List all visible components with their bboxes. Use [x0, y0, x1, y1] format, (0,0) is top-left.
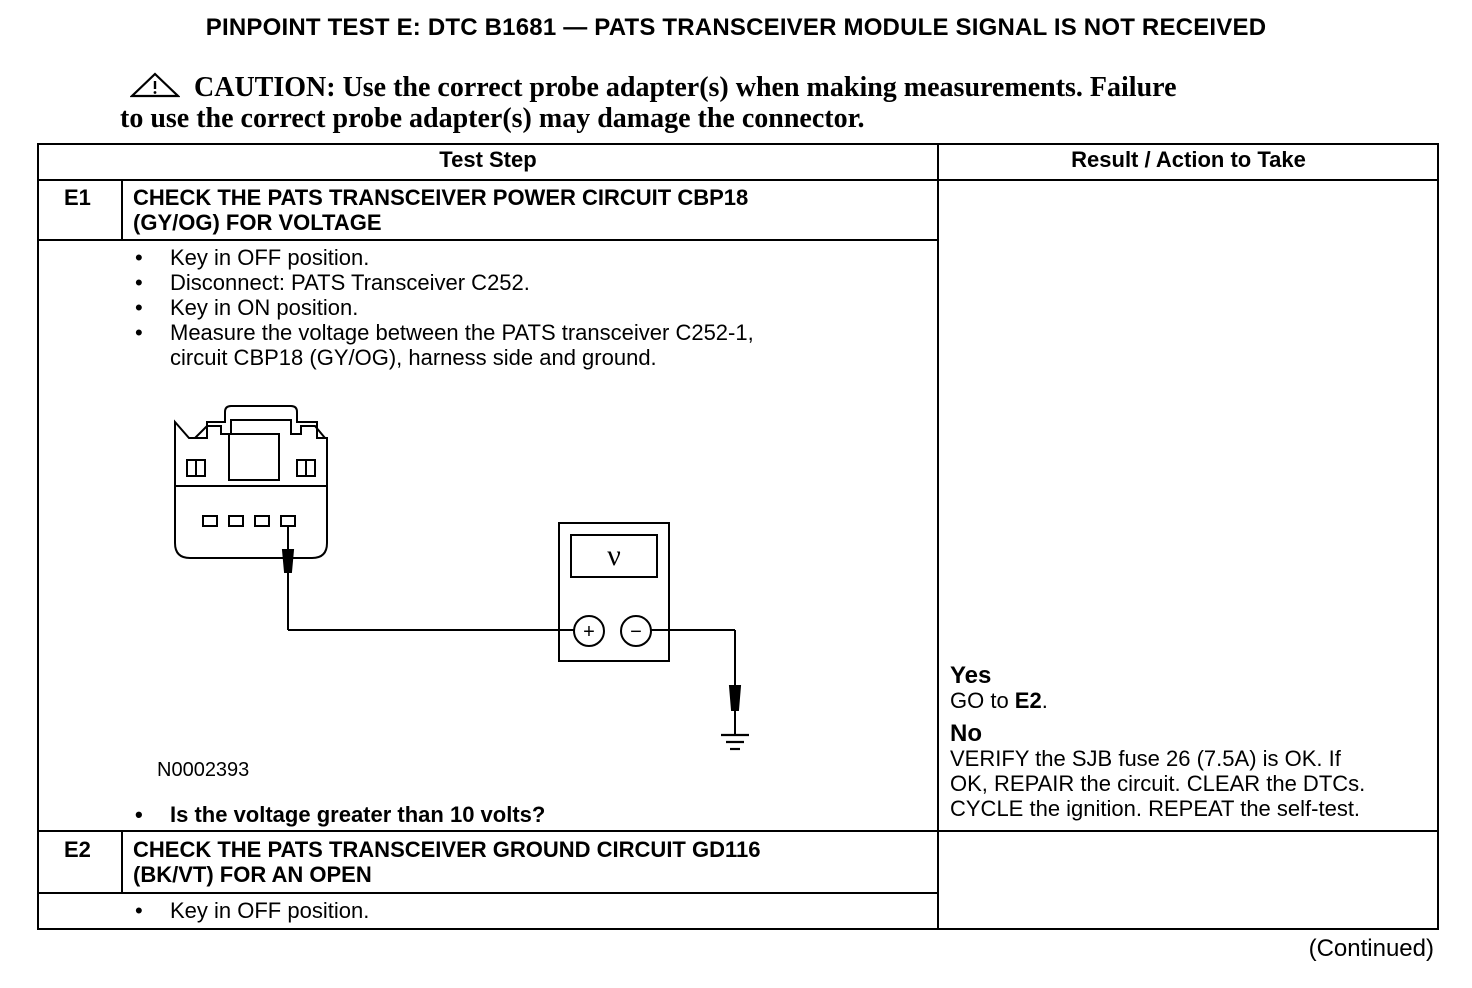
meter-voltage-symbol: ν	[607, 539, 621, 572]
result-yes-action: GO to E2.	[950, 688, 1048, 713]
meter-plus-terminal: +	[583, 621, 595, 643]
step-id-e2: E2	[64, 837, 91, 862]
probe-lead-ground	[651, 629, 742, 734]
step-e1-instructions: Key in OFF position. Disconnect: PATS Tr…	[133, 245, 754, 370]
page-title: PINPOINT TEST E: DTC B1681 — PATS TRANSC…	[205, 14, 1267, 41]
caution-text-line2: to use the correct probe adapter(s) may …	[120, 103, 865, 134]
step-heading-e1-line2: (GY/OG) FOR VOLTAGE	[133, 210, 382, 235]
voltage-measurement-diagram: ν + −	[174, 405, 749, 751]
probe-lead-positive	[281, 526, 575, 631]
list-item: Key in OFF position.	[133, 898, 369, 923]
meter-minus-terminal: −	[630, 621, 642, 643]
step-id-e1: E1	[64, 185, 91, 210]
figure-id: N0002393	[157, 759, 250, 781]
caution-notice: CAUTION: Use the correct probe adapter(s…	[120, 72, 1320, 134]
result-no-action-line3: CYCLE the ignition. REPEAT the self-test…	[950, 796, 1361, 821]
step-heading-e2: CHECK THE PATS TRANSCEIVER GROUND CIRCUI…	[133, 837, 760, 887]
step-heading-e1: CHECK THE PATS TRANSCEIVER POWER CIRCUIT…	[133, 185, 748, 235]
result-no-label: No	[950, 720, 982, 747]
step-heading-e2-line2: (BK/VT) FOR AN OPEN	[133, 862, 372, 887]
result-no-action-line1: VERIFY the SJB fuse 26 (7.5A) is OK. If	[950, 746, 1341, 771]
caution-label: CAUTION:	[194, 72, 336, 103]
list-item: Key in ON position.	[133, 295, 754, 320]
caution-text-line1: Use the correct probe adapter(s) when ma…	[342, 72, 1177, 103]
step-e1-question: Is the voltage greater than 10 volts?	[133, 802, 545, 827]
question-item: Is the voltage greater than 10 volts?	[133, 802, 545, 827]
step-e2-instructions: Key in OFF position.	[133, 898, 369, 923]
connector-c252-diagram	[174, 405, 328, 559]
header-test-step: Test Step	[439, 147, 537, 172]
list-item: Measure the voltage between the PATS tra…	[133, 320, 754, 345]
result-no-action-line2: OK, REPAIR the circuit. CLEAR the DTCs.	[950, 771, 1366, 796]
list-item: Disconnect: PATS Transceiver C252.	[133, 270, 754, 295]
list-item-continuation: circuit CBP18 (GY/OG), harness side and …	[170, 345, 657, 370]
step-heading-e1-line1: CHECK THE PATS TRANSCEIVER POWER CIRCUIT…	[133, 185, 749, 210]
header-result: Result / Action to Take	[1071, 147, 1306, 172]
pinpoint-test-table: Test Step Result / Action to Take E1 CHE…	[37, 143, 1439, 930]
ground-icon	[721, 733, 749, 751]
result-yes-label: Yes	[950, 662, 992, 689]
table-grid	[37, 143, 1439, 930]
continued-note: (Continued)	[1308, 935, 1434, 962]
step-e1-results: Yes GO to E2. No VERIFY the SJB fuse 26 …	[950, 663, 1430, 821]
warning-triangle-icon	[129, 72, 181, 98]
step-heading-e2-line1: CHECK THE PATS TRANSCEIVER GROUND CIRCUI…	[133, 837, 761, 862]
list-item: Key in OFF position.	[133, 245, 754, 270]
